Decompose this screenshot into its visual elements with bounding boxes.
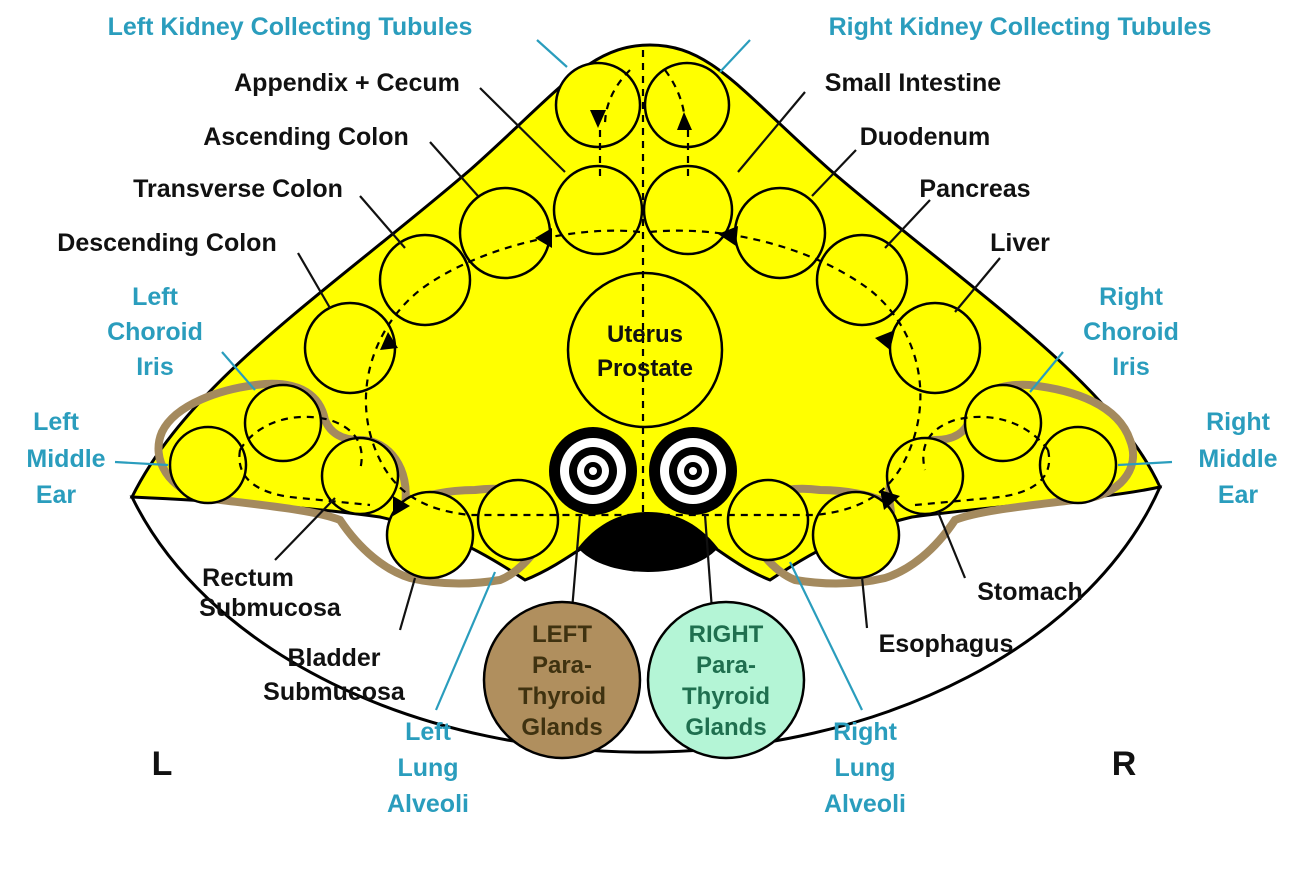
label-rectum-2: Submucosa [199,594,342,622]
transverse-colon-circle [380,235,470,325]
label-stomach: Stomach [977,578,1083,606]
right-target-icon [649,427,737,515]
ascending-colon-circle [460,188,550,278]
label-esophagus: Esophagus [879,630,1014,658]
label-left-choroid-2: Choroid [107,318,203,346]
label-ascending-colon: Ascending Colon [203,123,409,151]
label-right-ear-2: Middle [1198,445,1277,473]
label-bladder-2: Submucosa [263,678,406,706]
duodenum-circle [735,188,825,278]
appendix-circle [554,166,642,254]
label-left-ear-2: Middle [26,445,105,473]
label-left-ear-1: Left [33,408,80,436]
label-rectum-1: Rectum [202,564,294,592]
uterus-circle [568,273,722,427]
right-choroid-circle [965,385,1041,461]
label-right-parathyroid-3: Thyroid [682,683,770,710]
label-right-lung-2: Lung [834,754,895,782]
label-left-choroid-3: Iris [136,353,174,381]
left-choroid-circle [245,385,321,461]
pancreas-circle [817,235,907,325]
label-descending-colon: Descending Colon [57,229,276,257]
label-left-lung-3: Alveoli [387,790,469,818]
label-transverse-colon: Transverse Colon [133,175,343,203]
label-right-parathyroid-2: Para- [696,652,756,679]
label-right-kidney: Right Kidney Collecting Tubules [829,13,1212,41]
label-right-ear-3: Ear [1218,481,1259,509]
label-right-choroid-1: Right [1099,283,1164,311]
label-bladder-1: Bladder [287,644,380,672]
left-middle-ear-circle [170,427,246,503]
label-left-choroid-1: Left [132,283,179,311]
left-lung-circle [478,480,558,560]
label-appendix: Appendix + Cecum [234,69,460,97]
label-right-parathyroid-4: Glands [685,714,766,741]
label-right-parathyroid-1: RIGHT [689,621,764,648]
right-lung-circle [728,480,808,560]
label-side-left: L [152,745,173,783]
label-left-ear-3: Ear [36,481,77,509]
label-left-lung-2: Lung [397,754,458,782]
label-right-ear-1: Right [1206,408,1271,436]
label-left-parathyroid-3: Thyroid [518,683,606,710]
label-uterus-1: Uterus [607,321,683,348]
label-liver: Liver [990,229,1050,257]
label-side-right: R [1112,745,1137,783]
label-right-choroid-2: Choroid [1083,318,1179,346]
label-duodenum: Duodenum [860,123,991,151]
liver-circle [890,303,980,393]
label-right-lung-1: Right [833,718,898,746]
label-left-parathyroid-4: Glands [521,714,602,741]
label-right-choroid-3: Iris [1112,353,1150,381]
label-left-parathyroid-1: LEFT [532,621,592,648]
left-target-icon [549,427,637,515]
label-left-lung-1: Left [405,718,452,746]
right-middle-ear-circle [1040,427,1116,503]
label-uterus-2: Prostate [597,355,693,382]
label-pancreas: Pancreas [919,175,1030,203]
label-small-intestine: Small Intestine [825,69,1002,97]
label-left-parathyroid-2: Para- [532,652,592,679]
label-left-kidney: Left Kidney Collecting Tubules [108,13,473,41]
label-right-lung-3: Alveoli [824,790,906,818]
small-intestine-circle [644,166,732,254]
left-kidney-circle [556,63,640,147]
